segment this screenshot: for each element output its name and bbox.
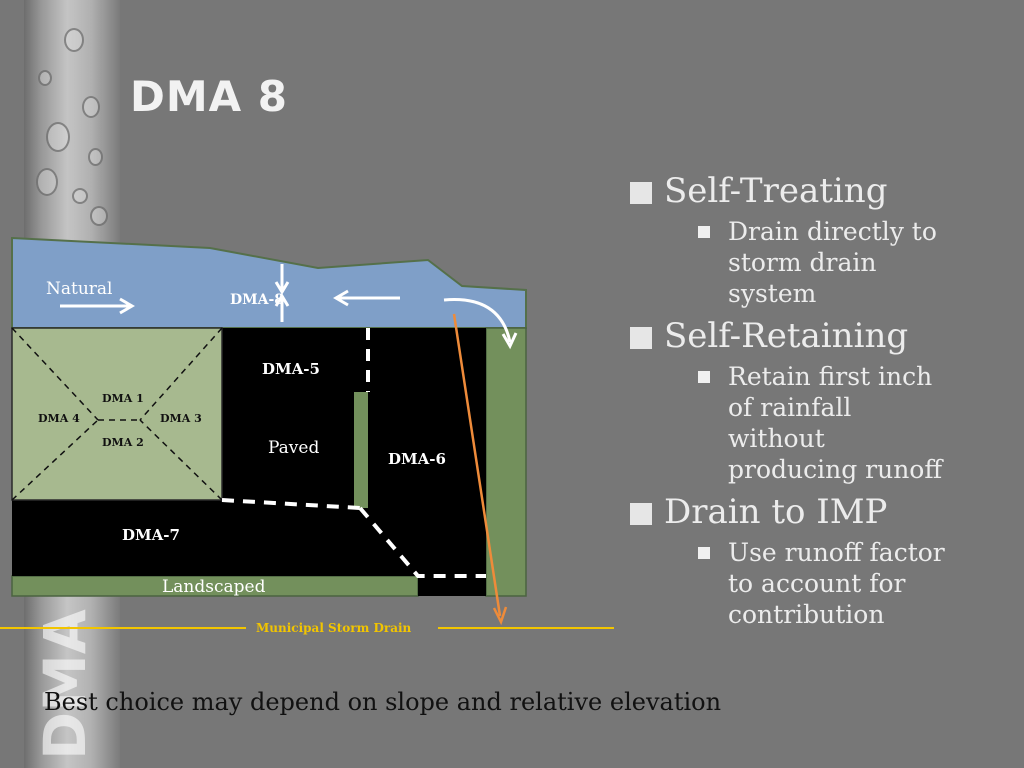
sub-bullet-line: without <box>728 424 825 453</box>
bullet-self-retaining: Self-Retaining <box>628 317 1018 355</box>
planter-divider <box>354 392 368 508</box>
sub-bullet-line: producing runoff <box>728 455 943 484</box>
water-drop-icon <box>46 122 70 152</box>
label-dma2: DMA 2 <box>102 436 144 449</box>
label-dma4: DMA 4 <box>38 412 80 425</box>
bullet-list: Self-Treating Drain directly to storm dr… <box>628 172 1018 638</box>
sub-bullet-line: to account for <box>728 569 906 598</box>
bullet-label: Drain to IMP <box>664 492 888 532</box>
square-bullet-icon <box>698 371 710 383</box>
slide-title: DMA 8 <box>130 72 289 121</box>
dma-boundary-lines <box>221 328 486 578</box>
sub-bullet: Use runoff factor to account for contrib… <box>698 537 1018 630</box>
label-dma7: DMA-7 <box>122 526 180 544</box>
arrow-head-icon <box>119 297 135 315</box>
arrow-head-icon <box>333 289 349 307</box>
sub-bullet: Retain first inch of rainfall without pr… <box>698 361 1018 485</box>
water-drop-icon <box>88 148 103 166</box>
discharge-arrow <box>452 313 502 617</box>
water-drop-icon <box>36 168 58 196</box>
bullet-drain-to-imp: Drain to IMP <box>628 493 1018 531</box>
label-storm-drain: Municipal Storm Drain <box>256 621 412 635</box>
arrow-head-icon <box>274 293 290 307</box>
site-drainage-diagram: Natural DMA-8 DMA-5 Paved DMA-6 DMA-7 DM… <box>0 236 614 635</box>
square-bullet-icon <box>630 182 652 204</box>
landscaped-right-strip <box>485 327 527 597</box>
label-paved: Paved <box>268 438 319 458</box>
label-natural: Natural <box>46 279 113 299</box>
bullet-self-treating: Self-Treating <box>628 172 1018 210</box>
sub-bullet-line: system <box>728 279 817 308</box>
square-bullet-icon <box>698 226 710 238</box>
square-bullet-icon <box>630 327 652 349</box>
label-dma3: DMA 3 <box>160 412 202 425</box>
water-drop-icon <box>38 70 52 86</box>
flow-arrows <box>60 264 518 350</box>
sub-bullet: Drain directly to storm drain system <box>698 216 1018 309</box>
sub-bullet-line: contribution <box>728 600 885 629</box>
discharge-arrow-head-icon <box>492 606 508 626</box>
building-roof <box>11 327 223 501</box>
arrow-curve-icon <box>443 298 512 343</box>
sub-bullet-line: Use runoff factor <box>728 538 945 567</box>
label-landscaped: Landscaped <box>162 577 266 597</box>
sub-bullet-line: Drain directly to <box>728 217 937 246</box>
arrow-head-icon <box>274 281 290 295</box>
paved-bottom-notch <box>418 576 486 596</box>
square-bullet-icon <box>698 547 710 559</box>
footnote: Best choice may depend on slope and rela… <box>44 688 722 716</box>
label-dma8: DMA-8 <box>230 292 284 308</box>
water-drop-icon <box>82 96 100 118</box>
water-drop-icon <box>72 188 88 204</box>
roof-ridge-lines <box>11 327 223 501</box>
square-bullet-icon <box>630 503 652 525</box>
label-dma1: DMA 1 <box>102 392 144 405</box>
sub-bullet-line: storm drain <box>728 248 877 277</box>
bullet-label: Self-Treating <box>664 171 888 211</box>
label-dma6: DMA-6 <box>388 450 446 468</box>
water-drop-icon <box>64 28 84 52</box>
water-drop-icon <box>90 206 108 226</box>
bullet-label: Self-Retaining <box>664 316 909 356</box>
sub-bullet-line: of rainfall <box>728 393 852 422</box>
sub-bullet-line: Retain first inch <box>728 362 933 391</box>
arrow-head-icon <box>501 332 518 350</box>
label-dma5: DMA-5 <box>262 360 320 378</box>
